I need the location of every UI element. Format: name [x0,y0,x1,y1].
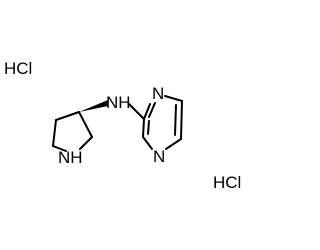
bond-c5-n1 [52,145,67,152]
bond-c3-c4 [55,111,80,121]
bond-c5-n4-pyrazine [165,138,182,150]
linker-bonds [128,103,145,120]
hcl-right-label: HCl [213,173,241,192]
bond-c2-n1-pyrazine [143,103,151,120]
bond-c4-c5 [52,119,57,147]
pyrazine-n-top-label: N [152,84,164,103]
pyrazine-n-bottom-label: N [153,147,165,166]
bond-n4-c3-pyrazine [142,136,153,150]
bond-n1-c2 [79,136,93,150]
bond-c3-c2-pyrazine-inner [147,120,150,135]
bond-n1-c6-pyrazine [164,95,183,102]
pyrrolidine-ring [52,111,93,152]
pyrazine-ring [142,95,183,150]
ring-nh-label: NH [58,148,83,167]
bond-c3-c2-pyrazine [142,118,145,138]
amine-nh-label: NH [106,93,131,112]
bond-c6-c5-pyrazine [180,100,183,140]
bond-c2-n1-pyrazine-inner [148,102,156,118]
wedge-bond-c3-nh [79,100,108,112]
bond-nh-pyrazine [128,103,145,120]
bond-c6-c5-pyrazine-inner [174,104,177,136]
hcl-left-label: HCl [4,59,32,78]
bond-c2-c3 [78,111,93,138]
chemical-structure: HCl HCl NH NH N N [4,59,241,192]
